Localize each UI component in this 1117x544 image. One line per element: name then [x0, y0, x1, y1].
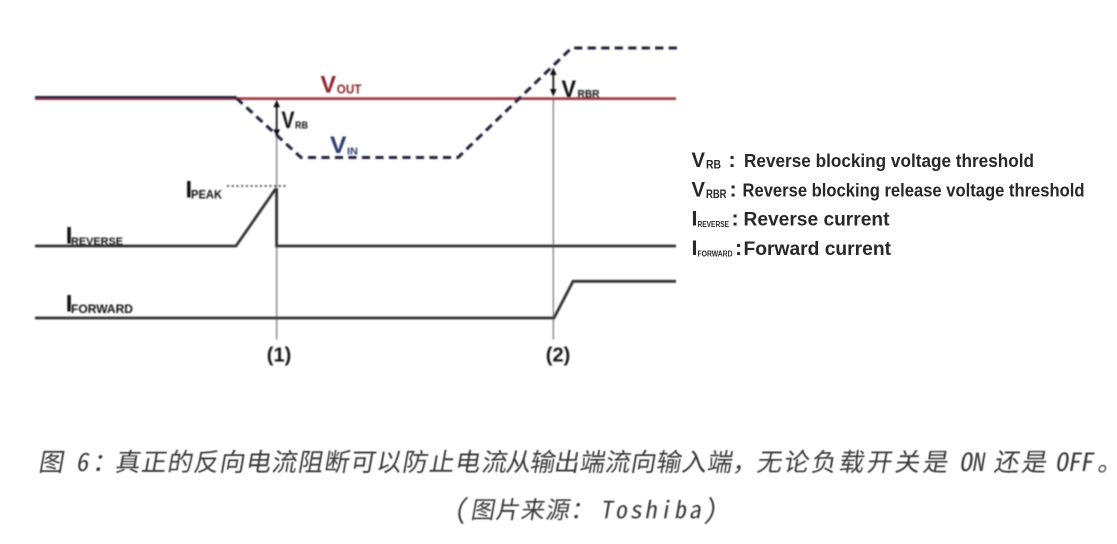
svg-text:Reverse blocking release volta: Reverse blocking release voltage thresho… — [743, 180, 1085, 200]
svg-text:I: I — [66, 223, 73, 250]
svg-text:REVERSE: REVERSE — [71, 236, 123, 248]
svg-text::: : — [730, 177, 737, 201]
svg-text:I: I — [66, 291, 73, 318]
svg-text::: : — [729, 148, 736, 172]
svg-text:V: V — [692, 148, 706, 172]
svg-text::: : — [735, 236, 742, 260]
svg-text:RBR: RBR — [706, 189, 727, 201]
svg-text:FORWARD: FORWARD — [698, 249, 733, 258]
svg-text:RBR: RBR — [578, 89, 600, 101]
svg-text:V: V — [282, 107, 295, 134]
svg-text:IN: IN — [347, 147, 358, 158]
svg-text:I: I — [692, 236, 698, 260]
svg-text:OUT: OUT — [337, 82, 362, 97]
svg-text:RB: RB — [706, 160, 721, 172]
svg-text:(1): (1) — [267, 344, 292, 367]
svg-text:V: V — [321, 72, 337, 99]
svg-text:Reverse blocking voltage thres: Reverse blocking voltage threshold — [744, 151, 1034, 171]
svg-text:RB: RB — [295, 121, 308, 132]
svg-text::: : — [732, 207, 739, 231]
svg-text:Reverse current: Reverse current — [744, 210, 891, 231]
svg-text:V: V — [330, 132, 347, 159]
svg-text:REVERSE: REVERSE — [698, 220, 730, 229]
svg-text:I: I — [692, 207, 698, 231]
svg-text:V: V — [562, 76, 577, 103]
svg-text:FORWARD: FORWARD — [71, 302, 133, 316]
svg-text:(2): (2) — [546, 344, 571, 367]
svg-text:I: I — [186, 177, 193, 204]
svg-text:V: V — [692, 177, 706, 201]
svg-text:PEAK: PEAK — [191, 188, 222, 202]
svg-text:Forward current: Forward current — [744, 239, 892, 260]
